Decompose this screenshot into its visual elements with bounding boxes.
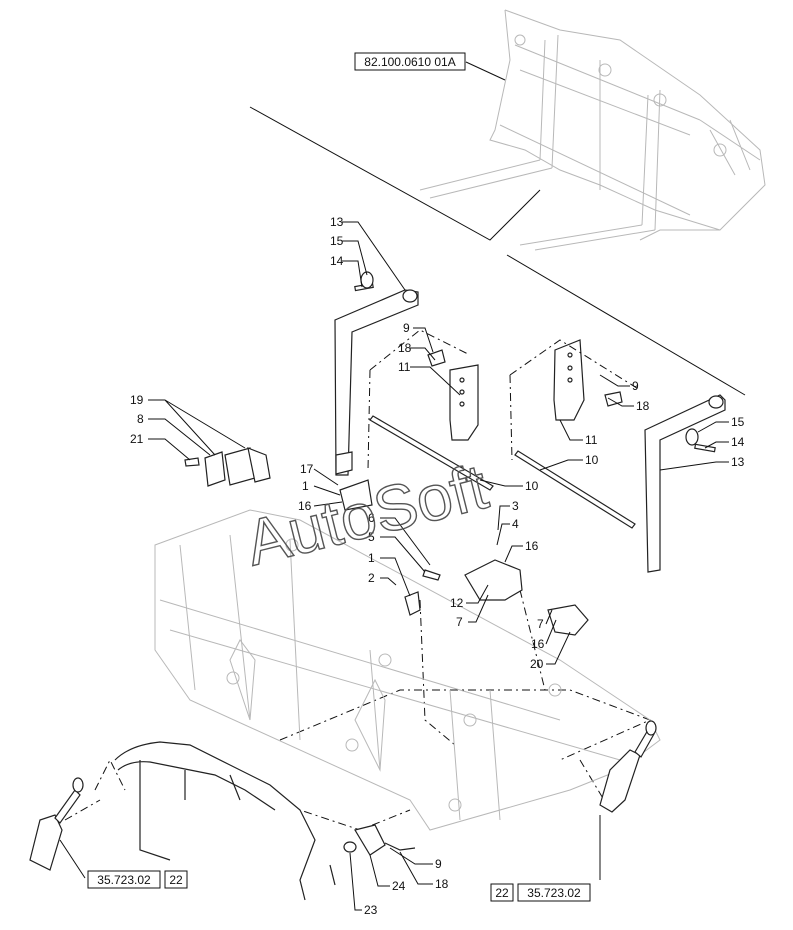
svg-text:22: 22 [169,873,183,887]
callout-label: 9 [403,321,410,335]
section-line [249,106,746,396]
callout-label: 5 [368,530,375,544]
cylinder-right [599,720,657,813]
callout-label: 13 [731,455,745,469]
callout-label: 21 [130,432,144,446]
reference-leader [465,61,506,81]
reference-box-bottom-left: 35.723.02 22 [87,870,188,889]
latch-parts [339,479,589,636]
reference-box-bottom-right: 22 35.723.02 [490,883,591,902]
fork-tine-right [644,394,726,573]
callouts: 13 15 14 9 18 11 9 18 11 10 10 15 14 13 … [130,215,745,917]
callout-label: 2 [368,571,375,585]
callout-label: 16 [531,637,545,651]
svg-text:35.723.02: 35.723.02 [527,886,581,900]
callout-label: 23 [364,903,378,917]
rod-left [369,415,494,491]
callout-label: 17 [300,462,314,476]
hydraulic-hoses [114,741,336,901]
callout-label: 1 [368,551,375,565]
callout-label: 9 [632,379,639,393]
callout-label: 16 [298,499,312,513]
callout-label: 7 [537,617,544,631]
callout-label: 1 [302,479,309,493]
clamp-plates [184,447,271,487]
callout-label: 6 [368,511,375,525]
top-fork-assembly [419,9,766,251]
cylinder-left [29,777,84,871]
svg-text:22: 22 [495,886,509,900]
callout-label: 8 [137,412,144,426]
callout-label: 9 [435,857,442,871]
reference-leader [59,815,601,880]
callout-label: 3 [512,499,519,513]
callout-label: 18 [398,341,412,355]
callout-label: 13 [330,215,344,229]
callout-label: 14 [330,254,344,268]
svg-text:35.723.02: 35.723.02 [97,873,151,887]
fork-tine-left [334,271,419,476]
callout-label: 7 [456,615,463,629]
callout-label: 18 [435,877,449,891]
bracket-right [553,339,623,421]
callout-label: 18 [636,399,650,413]
callout-label: 12 [450,596,464,610]
callout-label: 10 [585,453,599,467]
watermark: AutoSoft [239,450,495,579]
clevis-parts [343,824,416,856]
callout-label: 19 [130,393,144,407]
reference-box-top: 82.100.0610 01A [354,52,466,71]
callout-label: 11 [398,360,411,374]
callout-label: 11 [585,433,598,447]
callout-label: 15 [330,234,344,248]
callout-label: 24 [392,879,406,893]
callout-label: 15 [731,415,745,429]
callout-label: 20 [530,657,544,671]
assembly-dash-3 [64,758,611,831]
rod-right [514,450,636,529]
assembly-dash-2 [279,589,652,761]
svg-text:82.100.0610 01A: 82.100.0610 01A [364,55,455,69]
callout-label: 16 [525,539,539,553]
callout-label: 14 [731,435,745,449]
callout-label: 4 [512,517,519,531]
callout-label: 10 [525,479,539,493]
bracket-left [427,349,479,441]
